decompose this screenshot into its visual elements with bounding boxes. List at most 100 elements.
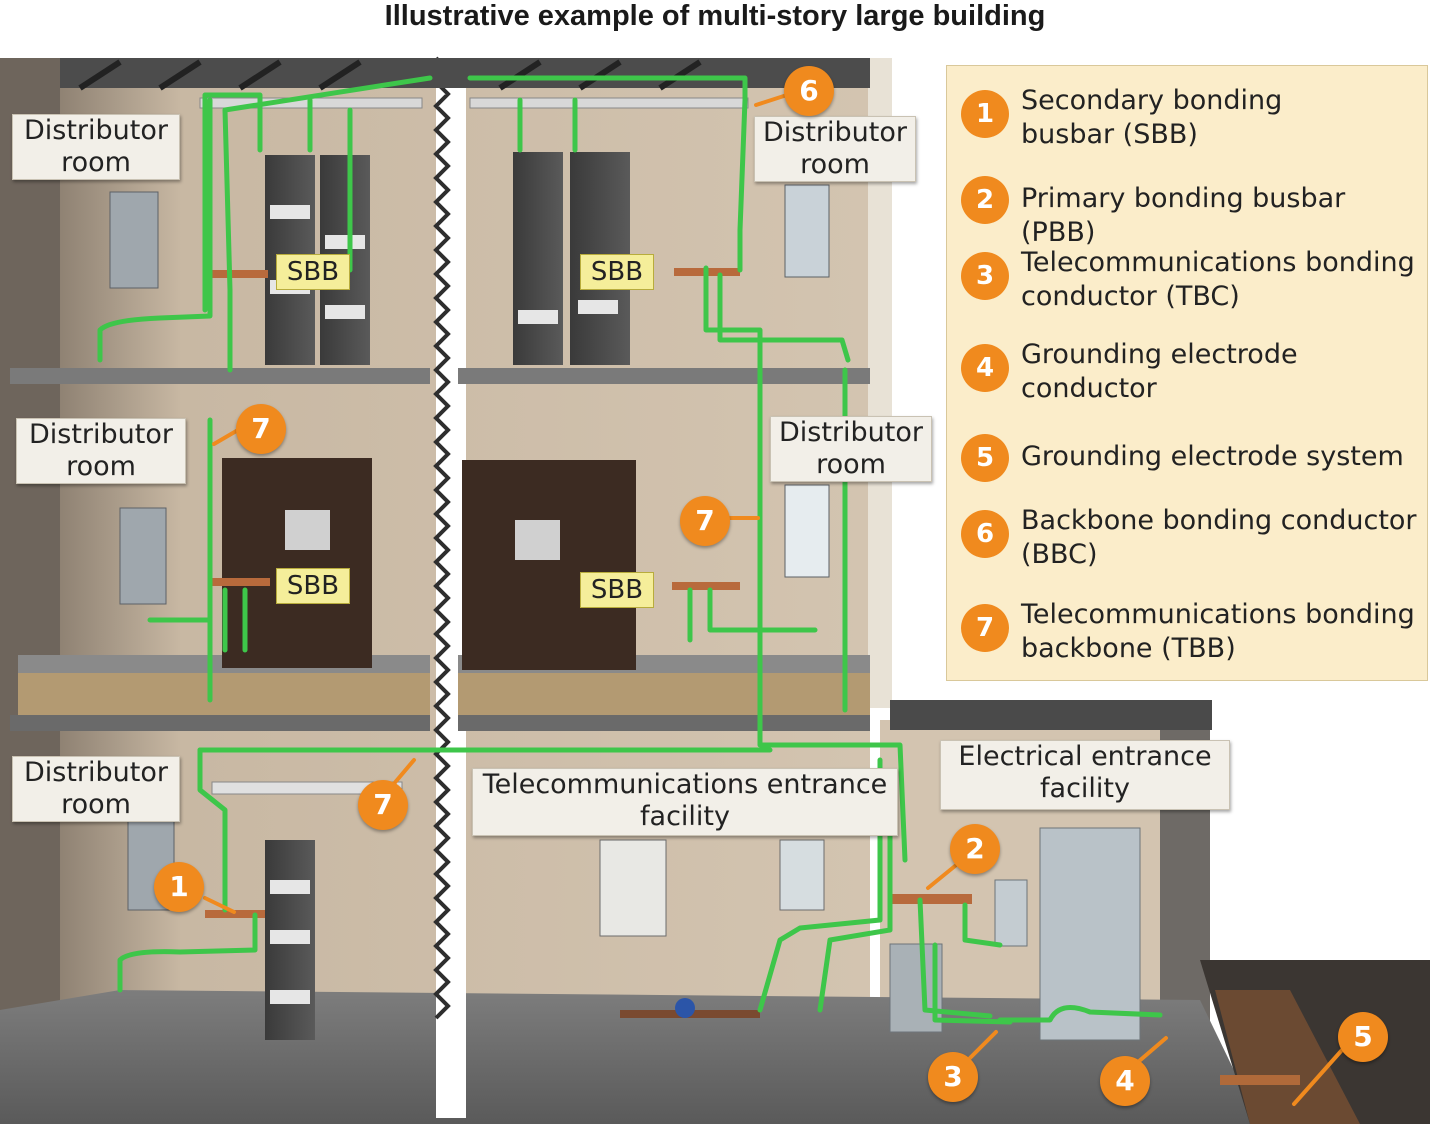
raised-floor-lower: [18, 673, 430, 723]
rack-equipment: [270, 205, 310, 219]
cutaway-edge: [433, 56, 451, 1020]
label-line: Distributor: [778, 417, 923, 448]
legend-number: 7: [961, 604, 1009, 652]
switchgear: [1039, 827, 1141, 1041]
electrical-panel: [109, 191, 159, 289]
callout-badge-7: 7: [358, 780, 408, 830]
roof-joist: [318, 59, 362, 91]
rack-equipment: [325, 235, 365, 249]
bonding-busbar: [672, 582, 740, 590]
legend-line: conductor (TBC): [1021, 281, 1240, 312]
label-line: facility: [640, 801, 730, 832]
roof-joist: [498, 59, 542, 91]
callout-arrow: [1292, 1048, 1344, 1106]
equipment-cabinet: [462, 460, 636, 670]
callout-badge-1: 1: [154, 862, 204, 912]
floor-slab-lower: [10, 715, 430, 731]
label-line: Telecommunications entrance: [482, 769, 888, 800]
rack-equipment: [270, 930, 310, 944]
bonding-conductor: [917, 897, 993, 1019]
callout-arrow: [1136, 1036, 1168, 1064]
bonding-conductor: [997, 1005, 1163, 1023]
callout-arrow: [926, 864, 957, 890]
equipment-rack: [513, 152, 563, 365]
floor-slab-lower: [458, 715, 870, 731]
diagram-title: Illustrative example of multi-story larg…: [384, 0, 1046, 32]
bonding-busbar: [208, 270, 268, 278]
roof-joist: [578, 59, 622, 91]
grounding-trench: [1215, 990, 1360, 1124]
label-line: Distributor: [762, 117, 907, 148]
bonding-conductor: [97, 97, 213, 363]
bonding-conductor: [117, 912, 258, 993]
bonding-busbar: [210, 578, 270, 586]
callout-badge-2: 2: [950, 824, 1000, 874]
label-line: Distributor: [23, 115, 168, 146]
roof-joist: [238, 59, 282, 91]
water-meter: [675, 998, 695, 1018]
electrical-panel: [599, 839, 667, 937]
legend-line: Backbone bonding conductor: [1021, 505, 1417, 536]
left-exterior-wall: [0, 58, 68, 1058]
legend-number: 3: [961, 252, 1009, 300]
rack-equipment: [515, 520, 560, 560]
bonding-conductor: [757, 757, 883, 1013]
bonding-conductor: [202, 92, 263, 313]
floor-slab-upper: [10, 368, 430, 384]
rack-equipment: [518, 310, 558, 324]
callout-arrow: [966, 1030, 998, 1062]
callout-arrow: [212, 428, 240, 446]
legend-line: Primary bonding busbar (PBB): [1021, 183, 1346, 248]
label-line: Electrical entrance: [958, 741, 1212, 772]
electrical-entrance-facility-label: Electrical entrance facility: [940, 740, 1230, 810]
sbb-tag: SBB: [580, 572, 654, 608]
legend-line: busbar (SBB): [1021, 119, 1198, 150]
legend-text: Secondary bonding busbar (SBB): [1021, 84, 1421, 152]
callout-badge-5: 5: [1338, 1012, 1388, 1062]
raised-floor-lower: [458, 673, 870, 723]
legend-text: Telecommunications bonding conductor (TB…: [1021, 246, 1421, 314]
roof-joist: [78, 59, 122, 91]
label-line: room: [66, 451, 136, 482]
bonding-conductor: [703, 265, 763, 423]
legend-text: Primary bonding busbar (PBB): [1021, 182, 1421, 250]
electrical-panel: [784, 484, 830, 578]
callout-arrows: [203, 92, 1344, 1106]
electrical-room-ceiling: [890, 700, 1212, 730]
legend-number: 2: [961, 176, 1009, 224]
distributor-room-label: Distributor room: [754, 116, 916, 182]
rack-equipment: [270, 990, 310, 1004]
bonding-conductor: [707, 587, 818, 633]
bonding-conductors: [97, 75, 1163, 1025]
legend-line: Telecommunications bonding: [1021, 247, 1415, 278]
bonding-conductor: [817, 777, 893, 1013]
legend-number: 1: [961, 90, 1009, 138]
distributor-room-label: Distributor room: [16, 418, 186, 484]
label-line: Distributor: [28, 419, 173, 450]
legend-text: Telecommunications bonding backbone (TBB…: [1021, 598, 1421, 666]
legend-line: Grounding electrode system: [1021, 441, 1404, 472]
legend-text: Grounding electrode conductor: [1021, 338, 1421, 406]
bonding-conductor: [717, 272, 851, 363]
grounding-pipe: [1220, 1075, 1300, 1085]
electrical-panel: [119, 507, 167, 605]
disconnect-box: [994, 879, 1028, 947]
callout-badge-6: 6: [784, 66, 834, 116]
legend-line: Grounding electrode: [1021, 339, 1298, 370]
callout-arrow: [390, 758, 416, 788]
distributor-room-label: Distributor room: [770, 416, 932, 482]
legend-line: conductor: [1021, 373, 1157, 404]
rack-equipment: [270, 880, 310, 894]
telecommunications-entrance-facility-label: Telecommunications entrance facility: [472, 768, 898, 836]
electrical-panel: [779, 839, 825, 911]
bonding-conductor: [932, 942, 1013, 1025]
callout-badge-7: 7: [680, 496, 730, 546]
legend-number: 4: [961, 344, 1009, 392]
label-line: room: [61, 147, 131, 178]
distributor-room-label: Distributor room: [12, 114, 180, 180]
sbb-tag: SBB: [276, 568, 350, 604]
legend-line: backbone (TBB): [1021, 633, 1236, 664]
legend-line: Telecommunications bonding: [1021, 599, 1415, 630]
callout-badge-7: 7: [236, 404, 286, 454]
legend-text: Backbone bonding conductor (BBC): [1021, 504, 1421, 572]
